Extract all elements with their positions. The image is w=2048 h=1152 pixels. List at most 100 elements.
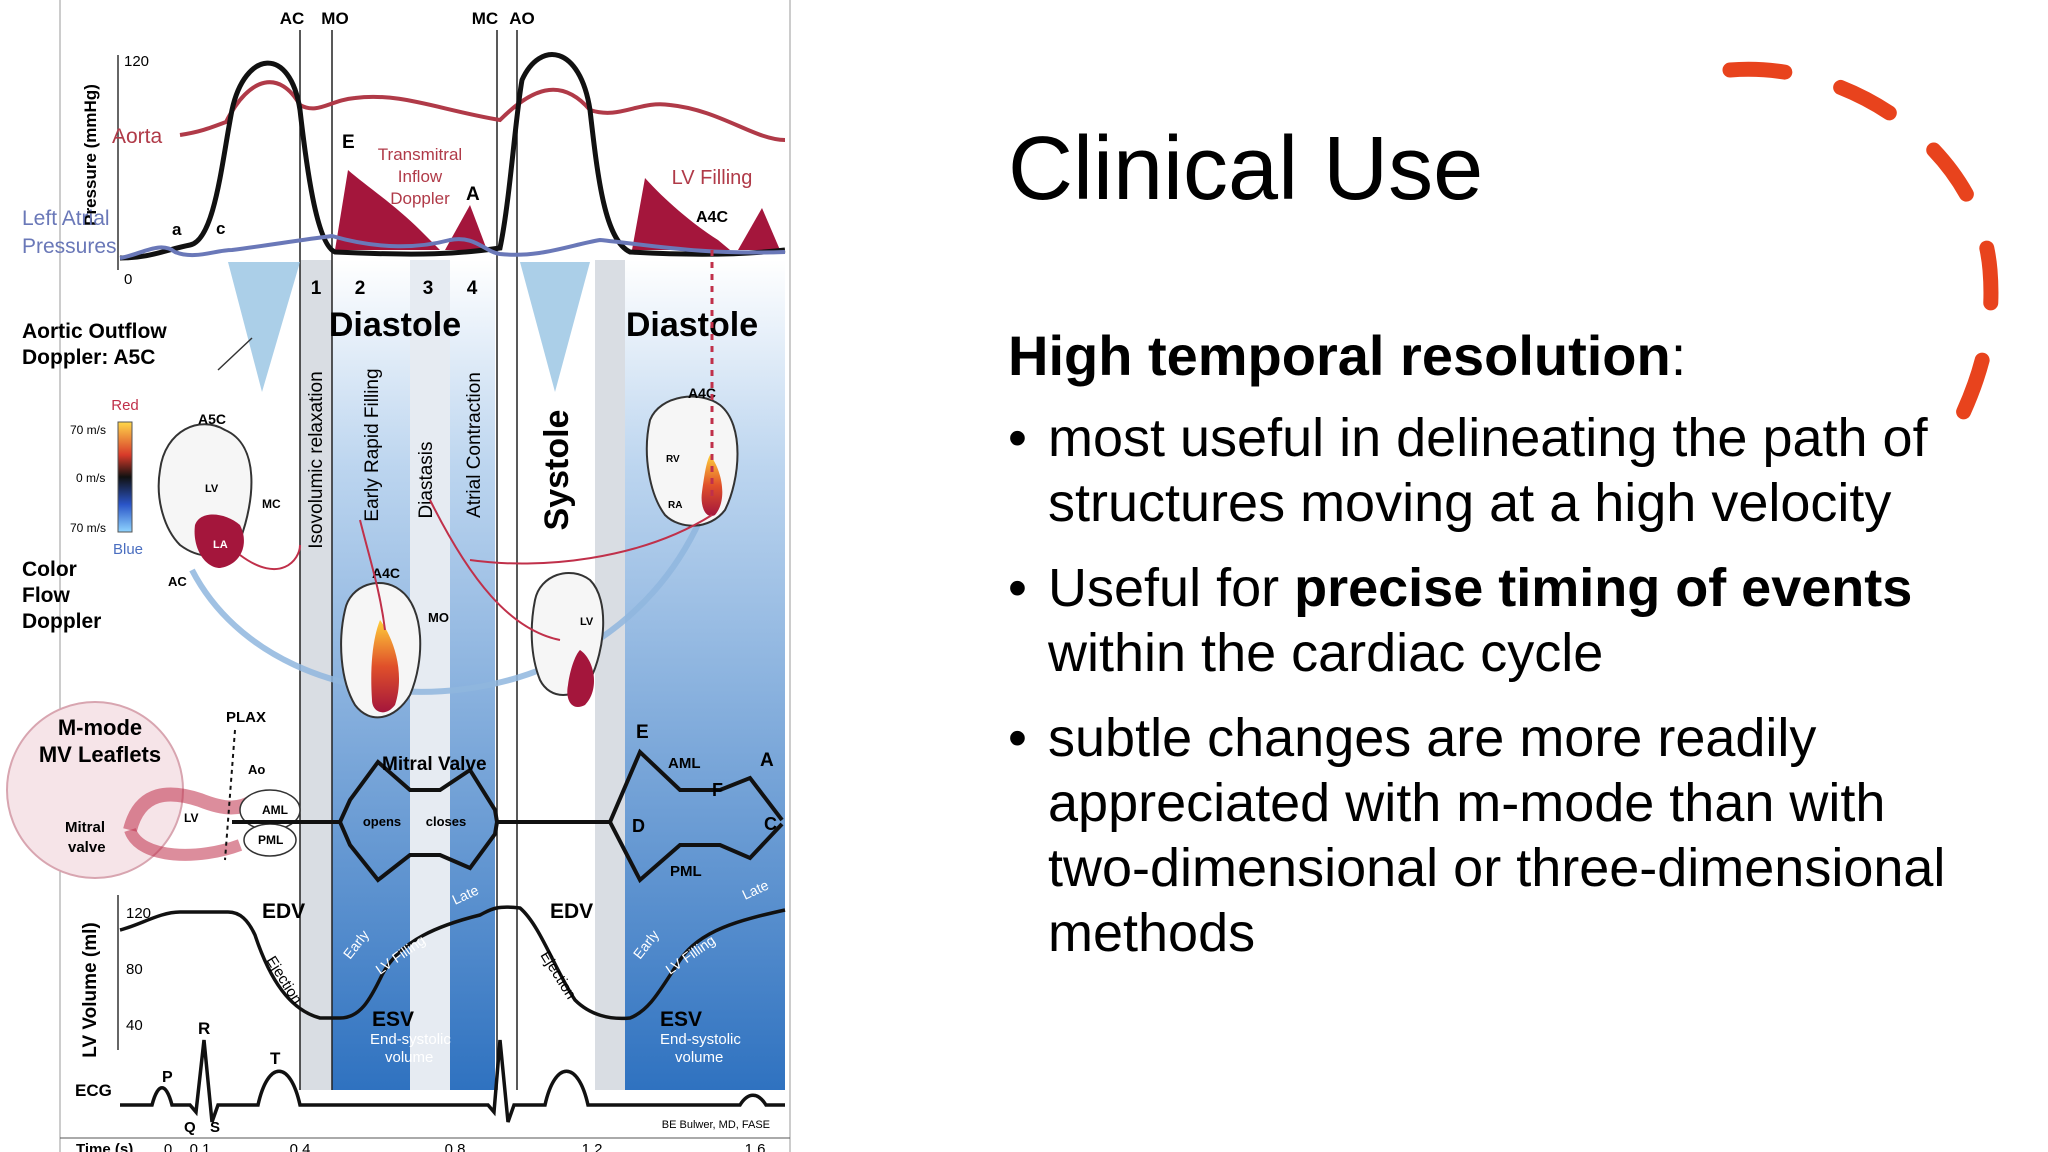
phase-number-3: 3 bbox=[423, 278, 434, 299]
mmode-lv: LV bbox=[184, 811, 198, 825]
ecg-trace bbox=[120, 1039, 785, 1123]
transmitral-label-2: Inflow bbox=[398, 167, 443, 186]
ecg-label: ECG bbox=[75, 1081, 112, 1100]
subheading-bold: High temporal resolution bbox=[1008, 324, 1671, 387]
svg-text:A4C: A4C bbox=[372, 565, 400, 581]
color-scale-red: Red bbox=[111, 397, 139, 414]
color-scale-blue: Blue bbox=[113, 541, 143, 558]
color-flow-label-3: Doppler bbox=[22, 610, 101, 633]
svg-text:RA: RA bbox=[668, 500, 682, 511]
lv-filling-label: LV Filling bbox=[672, 167, 753, 189]
pressure-axis-label: Pressure (mmHg) bbox=[81, 84, 100, 226]
bullet-2-text-a: Useful for bbox=[1048, 558, 1295, 618]
time-tick-3: 0.8 bbox=[445, 1141, 466, 1152]
bullet-item-2: Useful for precise timing of events with… bbox=[1008, 556, 1968, 686]
volume-axis-label: LV Volume (ml) bbox=[80, 922, 101, 1057]
left-atrial-label-1: Left Atrial bbox=[22, 207, 110, 230]
mmode-label-1: M-mode bbox=[58, 715, 142, 740]
slide-title: Clinical Use bbox=[1008, 119, 1484, 219]
color-flow-label-2: Flow bbox=[22, 584, 70, 607]
band-isovolumic-2 bbox=[595, 260, 625, 1090]
bullet-list: most useful in delineating the path of s… bbox=[1008, 406, 1968, 986]
lv-filling-view: A4C bbox=[696, 209, 728, 226]
mitral-valve-pml-trace bbox=[338, 821, 784, 884]
transmitral-label-3: Doppler bbox=[390, 189, 450, 208]
mmode-plax: PLAX bbox=[226, 709, 266, 726]
time-tick-4: 1.2 bbox=[582, 1141, 603, 1152]
mv-point-pml: PML bbox=[670, 863, 702, 880]
aorta-label: Aorta bbox=[112, 125, 163, 148]
volume-tick-80: 80 bbox=[126, 961, 143, 978]
svg-text:A5C: A5C bbox=[198, 411, 226, 427]
svg-text:MO: MO bbox=[428, 610, 449, 625]
cardiac-cycle-diagram: AC MO MC AO Pressure (mmHg) 120 0 Aorta … bbox=[6, 0, 791, 1152]
aortic-outflow-label-1: Aortic Outflow bbox=[22, 320, 167, 343]
systole-heart-sketch: LV bbox=[530, 571, 605, 708]
decorative-dashed-arc bbox=[1722, 61, 1999, 438]
transmitral-e-wave bbox=[335, 170, 440, 250]
aortic-outflow-doppler bbox=[228, 262, 300, 392]
edv-label-1: EDV bbox=[262, 900, 305, 923]
esv-label-1: ESV bbox=[372, 1008, 414, 1031]
bullet-2-text-bold: precise timing of events bbox=[1294, 558, 1913, 618]
mitral-opens-label: opens bbox=[363, 814, 401, 829]
mmode-label-2: MV Leaflets bbox=[39, 742, 161, 767]
ecg-t: T bbox=[270, 1049, 281, 1068]
phase-isovolumic-label: Isovolumic relaxation bbox=[306, 371, 327, 548]
ecg-q: Q bbox=[184, 1119, 196, 1136]
lv-volume-curve bbox=[119, 905, 786, 1021]
diastole-label-1: Diastole bbox=[329, 306, 461, 344]
phase-early-rapid-label: Early Rapid Filling bbox=[362, 368, 383, 521]
aorta-pressure-curve bbox=[179, 80, 786, 142]
band-atrial bbox=[450, 260, 495, 1090]
svg-text:MC: MC bbox=[262, 497, 281, 511]
wave-c-label: c bbox=[216, 219, 225, 238]
mmode-ao: Ao bbox=[248, 762, 265, 777]
pressure-tick-120: 120 bbox=[124, 53, 149, 70]
aortic-outflow-doppler-2 bbox=[520, 262, 590, 392]
decorative-arc-dashes bbox=[1722, 61, 1999, 438]
bullet-2-text-c: within the cardiac cycle bbox=[1048, 623, 1604, 683]
ecg-r: R bbox=[198, 1019, 210, 1038]
ecg-s: S bbox=[210, 1119, 220, 1136]
phase-number-2: 2 bbox=[355, 278, 366, 299]
bullet-item-3: subtle changes are more readily apprecia… bbox=[1008, 706, 1968, 966]
time-tick-2: 0.4 bbox=[290, 1141, 311, 1152]
marker-ao: AO bbox=[509, 9, 535, 28]
mmode-aml: AML bbox=[262, 803, 288, 817]
mitral-valve-label: Mitral Valve bbox=[382, 754, 487, 775]
marker-mo: MO bbox=[321, 9, 348, 28]
bullet-3-text: subtle changes are more readily apprecia… bbox=[1048, 708, 1946, 963]
bullet-1-text: most useful in delineating the path of s… bbox=[1048, 408, 1928, 533]
svg-text:A4C: A4C bbox=[688, 385, 716, 401]
svg-text:LV: LV bbox=[205, 483, 219, 495]
svg-text:LV: LV bbox=[580, 616, 594, 628]
edv-label-2: EDV bbox=[550, 900, 593, 923]
color-flow-label-1: Color bbox=[22, 558, 77, 581]
bullet-item-1: most useful in delineating the path of s… bbox=[1008, 406, 1968, 536]
mv-point-f: F bbox=[712, 780, 723, 800]
color-scale-bar bbox=[117, 421, 133, 533]
end-systolic-volume-2: volume bbox=[675, 1049, 723, 1066]
lv-pressure-curve bbox=[119, 52, 786, 261]
marker-mc: MC bbox=[472, 9, 498, 28]
a4c-heart-sketch-2: A4C RV RA bbox=[645, 385, 739, 527]
left-atrial-label-2: Pressures bbox=[22, 235, 117, 258]
systole-label: Systole bbox=[538, 410, 576, 531]
time-tick-5: 1.6 bbox=[745, 1141, 766, 1152]
left-atrial-pressure-curve bbox=[119, 233, 786, 260]
mmode-mitral-2: valve bbox=[68, 839, 106, 856]
end-systolic-volume-1: volume bbox=[385, 1049, 433, 1066]
mitral-closes-label: closes bbox=[426, 814, 466, 829]
marker-ac: AC bbox=[280, 9, 305, 28]
mv-point-c: C bbox=[764, 814, 777, 834]
time-axis-label: Time (s) bbox=[76, 1141, 133, 1152]
svg-text:AC: AC bbox=[168, 574, 187, 589]
color-scale-top: 70 m/s bbox=[70, 423, 106, 437]
lv-filling-e-wave bbox=[632, 178, 730, 250]
transmitral-label-1: Transmitral bbox=[378, 145, 462, 164]
phase-number-4: 4 bbox=[467, 278, 478, 299]
svg-text:LA: LA bbox=[213, 539, 228, 551]
pressure-tick-0: 0 bbox=[124, 271, 132, 288]
end-systolic-label-1: End-systolic bbox=[370, 1031, 451, 1048]
